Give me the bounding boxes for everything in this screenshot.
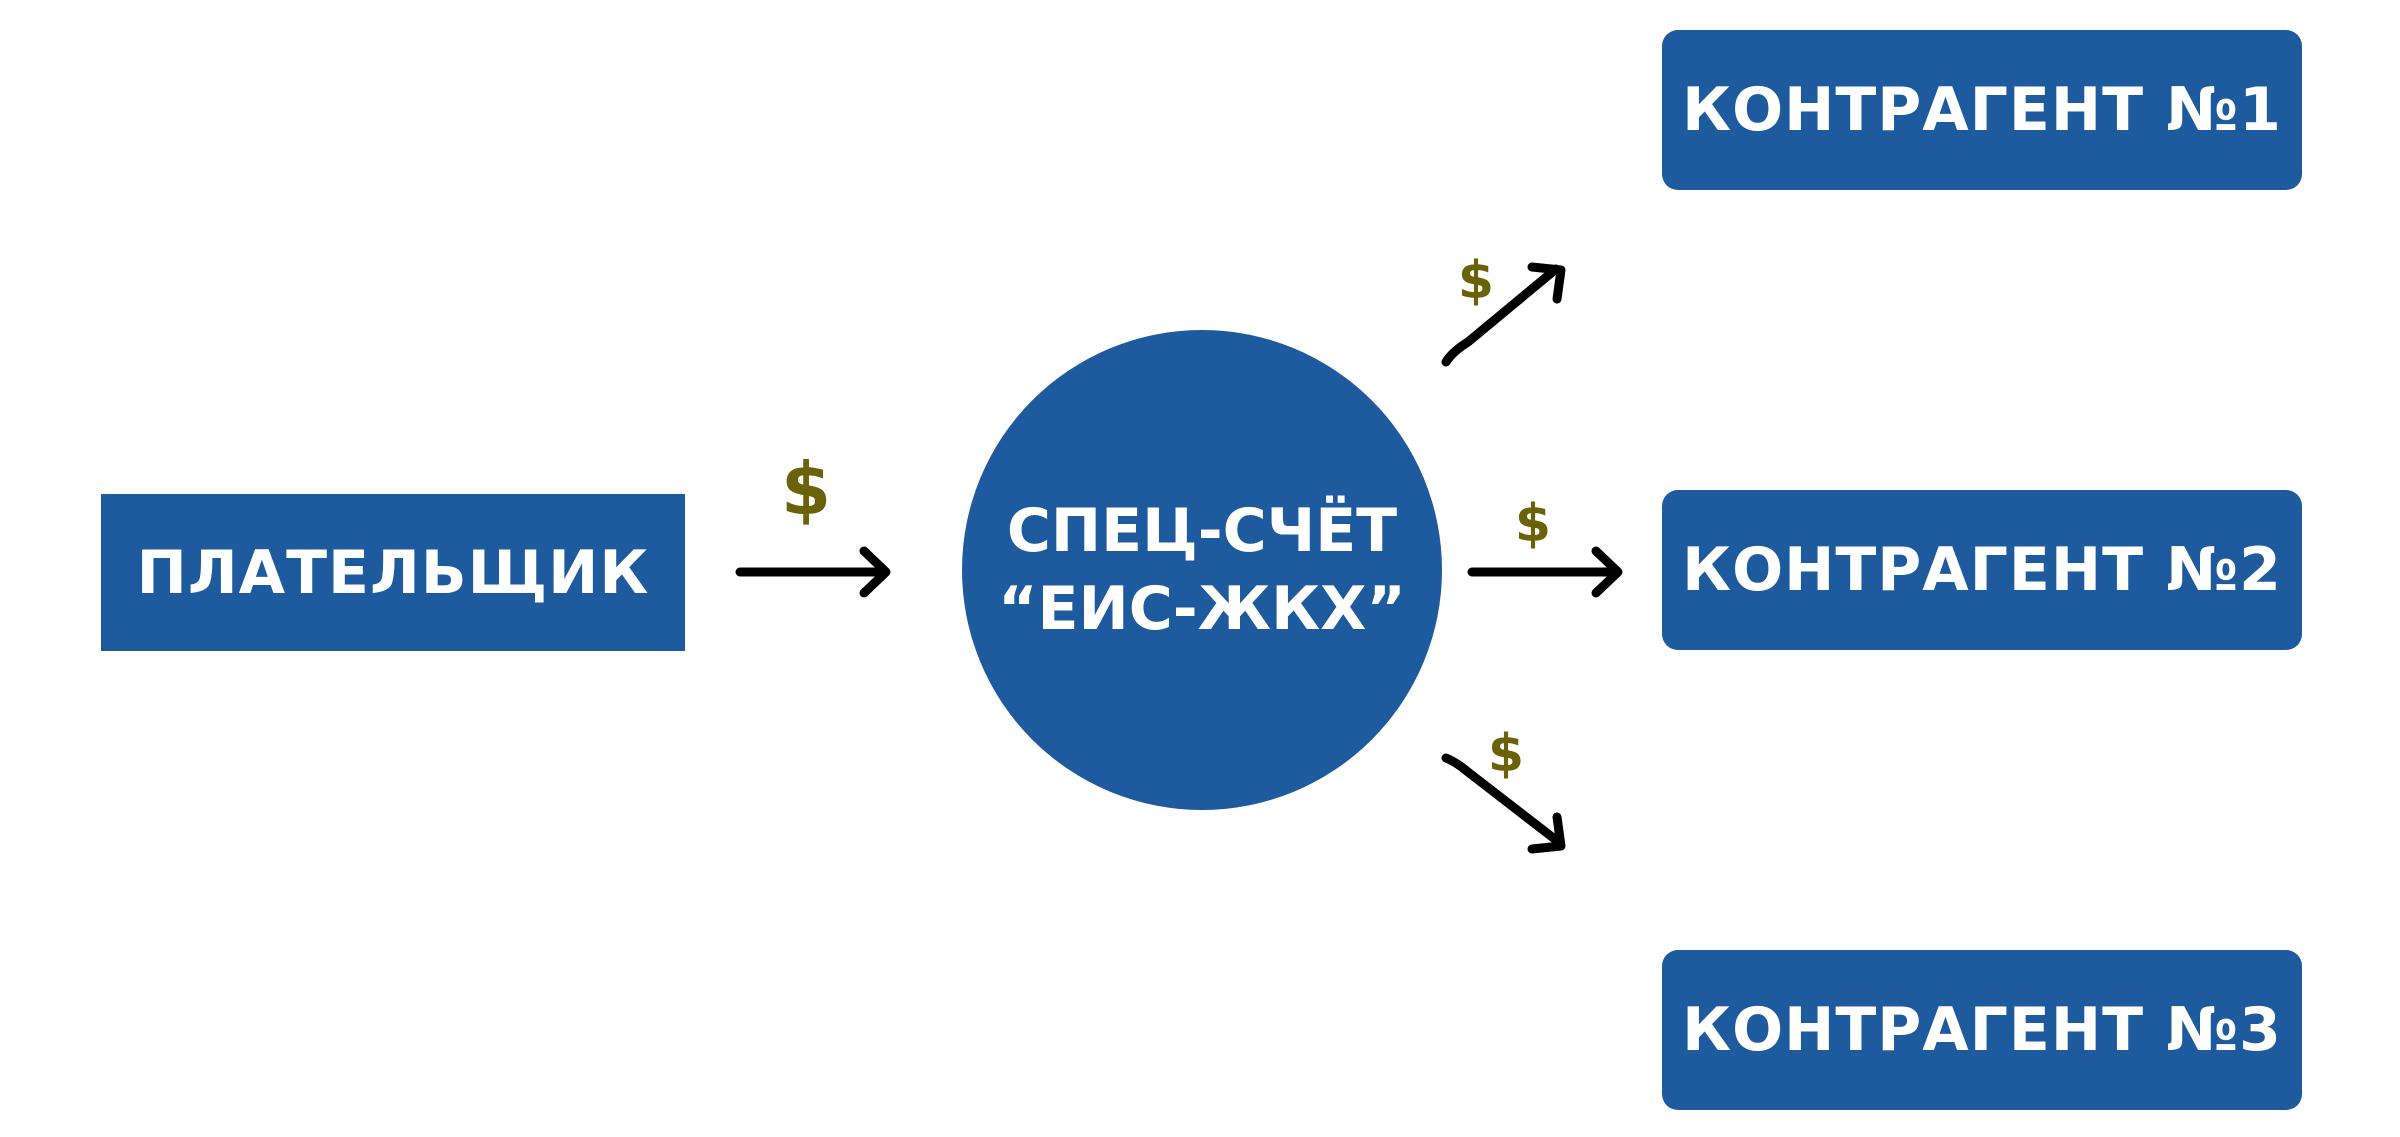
payer-to-hub-arrow <box>735 546 891 598</box>
payer-flow-currency-symbol: $ <box>781 447 831 531</box>
contractor-2-label: КОНТРАГЕНТ №2 <box>1682 535 2282 605</box>
contractor-3-box: КОНТРАГЕНТ №3 <box>1662 950 2302 1110</box>
hub-to-contractor-3-arrow <box>1441 753 1566 854</box>
hub-to-contractor-2-arrow <box>1467 546 1623 598</box>
contractor-3-label: КОНТРАГЕНТ №3 <box>1682 995 2282 1065</box>
hub-to-contractor-1-arrow <box>1441 262 1566 367</box>
payer-label: ПЛАТЕЛЬЩИК <box>136 537 650 608</box>
contractor-1-flow-currency-symbol: $ <box>1458 251 1494 311</box>
special-account-circle: СПЕЦ-СЧЁТ “ЕИС-ЖКХ” <box>962 330 1442 810</box>
contractor-3-flow-currency-symbol: $ <box>1488 724 1524 784</box>
contractor-1-box: КОНТРАГЕНТ №1 <box>1662 30 2302 190</box>
system-name-label: “ЕИС-ЖКХ” <box>998 574 1406 644</box>
contractor-1-label: КОНТРАГЕНТ №1 <box>1682 75 2282 145</box>
contractor-2-box: КОНТРАГЕНТ №2 <box>1662 490 2302 650</box>
payer-box: ПЛАТЕЛЬЩИК <box>101 494 685 651</box>
special-account-label: СПЕЦ-СЧЁТ <box>1006 496 1398 566</box>
contractor-2-flow-currency-symbol: $ <box>1515 494 1551 554</box>
